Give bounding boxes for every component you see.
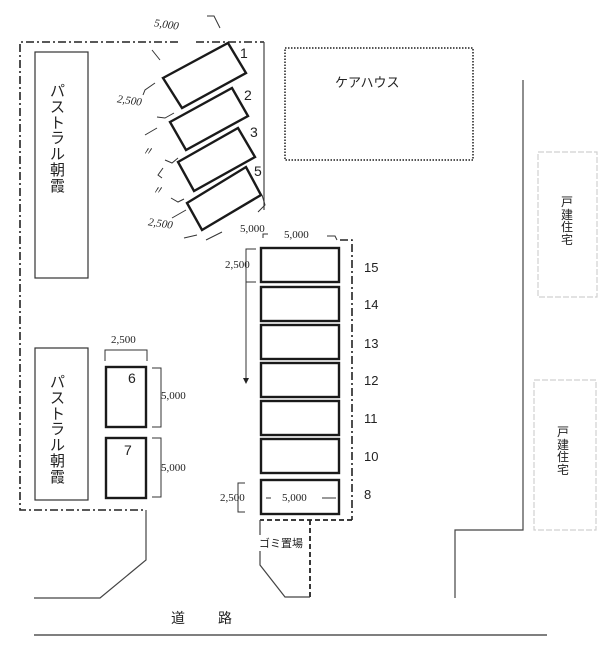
angled-stall-1 xyxy=(161,41,248,110)
house-lower-building xyxy=(533,379,597,531)
column-stall-11-number: 11 xyxy=(364,411,378,426)
garbage-area-label: ゴミ置場 xyxy=(259,535,303,551)
site-boundary xyxy=(19,41,178,511)
angled-stall-5-number: 5 xyxy=(254,163,262,179)
left-dim-width: 2,500 xyxy=(111,334,136,346)
column-dim-length-bottom: 5,000 xyxy=(282,492,307,504)
house-upper-label: 戸 建 住 宅 xyxy=(561,195,574,247)
column-stall-15 xyxy=(259,246,341,284)
column-stall-12 xyxy=(259,361,341,399)
angled-dim-bracket-ditto2 xyxy=(157,167,185,203)
pastoral-lower-building xyxy=(34,347,89,501)
garbage-outline xyxy=(259,520,310,598)
pastoral-upper-label: パ ス ト ラ ル 朝 霞 xyxy=(50,82,66,195)
left-dim-bracket-6 xyxy=(152,367,162,428)
column-stall-14-number: 14 xyxy=(364,297,379,312)
left-stall-7-number: 7 xyxy=(124,442,132,458)
left-stall-6-number: 6 xyxy=(128,370,136,386)
pastoral-upper-building xyxy=(34,51,89,279)
column-stall-15-number: 15 xyxy=(364,260,379,275)
column-stall-10 xyxy=(259,437,341,475)
column-stall-10-number: 10 xyxy=(364,449,379,464)
angled-stall-1-number: 1 xyxy=(240,45,248,61)
care-house-outline xyxy=(284,47,474,161)
angled-ditto-1: 〃 xyxy=(142,146,153,158)
column-zone-boundary xyxy=(340,239,353,520)
column-dim-top-left: 5,000 xyxy=(240,223,265,235)
left-stall-7 xyxy=(104,436,148,500)
angled-dim-bracket-top xyxy=(151,15,221,61)
lot-outline-left xyxy=(34,510,147,599)
column-dim-top-right: 5,000 xyxy=(284,229,309,241)
right-lot-line xyxy=(454,80,524,598)
angled-dim-bracket-ditto1 xyxy=(144,127,179,164)
column-stall-8 xyxy=(259,478,341,516)
angled-stall-2-number: 2 xyxy=(244,87,252,103)
column-stall-12-number: 12 xyxy=(364,373,379,388)
angled-dim-bracket-width xyxy=(142,82,175,119)
care-house-label: ケアハウス xyxy=(335,76,400,91)
house-lower-label: 戸 建 住 宅 xyxy=(557,425,570,477)
road-label-2: 路 xyxy=(218,611,232,627)
left-dim-bracket-width xyxy=(104,349,148,361)
left-dim-bracket-7 xyxy=(152,437,162,498)
column-dim-bracket-top xyxy=(262,233,338,241)
column-stall-8-number: 8 xyxy=(364,487,372,502)
column-stall-14 xyxy=(259,285,341,323)
column-dim-width-top: 2,500 xyxy=(225,259,250,271)
column-stall-11 xyxy=(259,399,341,437)
column-stall-13 xyxy=(259,323,341,361)
house-upper-building xyxy=(537,151,598,298)
angled-dim-bracket-right xyxy=(257,194,266,213)
column-dim-width-bottom: 2,500 xyxy=(220,492,245,504)
column-dim-bracket-width xyxy=(245,248,256,283)
angled-stall-2 xyxy=(168,86,250,152)
road-label-1: 道 xyxy=(171,611,185,627)
angled-ditto-2: 〃 xyxy=(152,185,163,197)
direction-arrow-head-icon xyxy=(243,378,249,384)
left-stall-6 xyxy=(104,365,148,429)
left-dim-length-7: 5,000 xyxy=(161,462,186,474)
left-dim-length-6: 5,000 xyxy=(161,390,186,402)
angled-dim-bracket-bottom xyxy=(171,209,223,241)
angled-stall-3 xyxy=(176,126,257,193)
angled-stall-5 xyxy=(185,165,263,232)
angled-stall-3-number: 3 xyxy=(250,124,258,140)
column-dim-bracket-width-bottom xyxy=(237,482,245,513)
pastoral-lower-label: パ ス ト ラ ル 朝 霞 xyxy=(50,373,66,486)
column-stall-13-number: 13 xyxy=(364,336,379,351)
